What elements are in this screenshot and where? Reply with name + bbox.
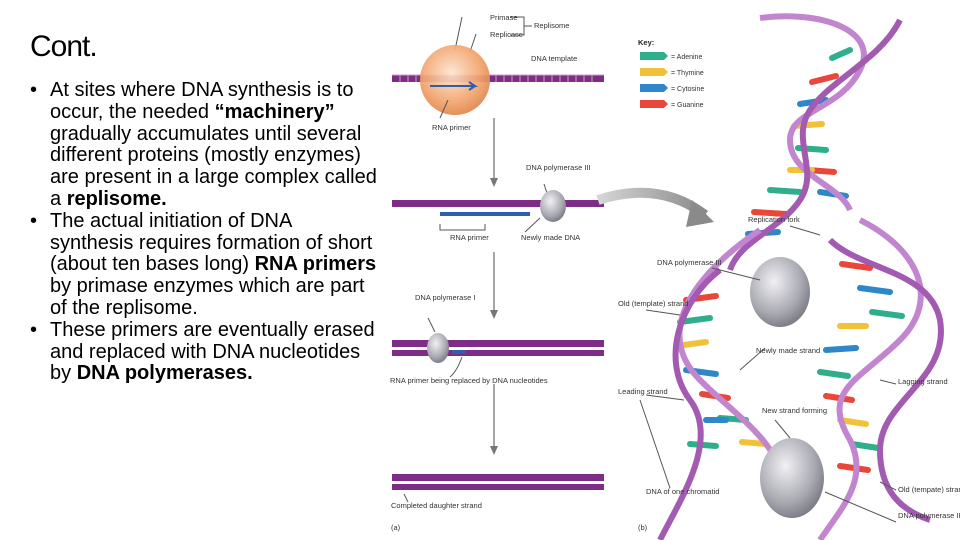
bullet-bold-text: DNA polymerases.: [76, 362, 253, 385]
dna-pol-iii-lower-label: DNA polymerase III: [898, 511, 960, 520]
primase-label: Primase: [490, 13, 518, 22]
key-title: Key:: [638, 38, 654, 47]
primase-leader: [454, 16, 463, 51]
old-template-strand-2-label: Old (tempate) strand: [898, 485, 960, 494]
bullet-text: These primers are eventually erased and …: [50, 318, 375, 385]
bullet-item: The actual initiation of DNA synthesis r…: [30, 209, 380, 320]
bullet-bold-text: replisome.: [66, 187, 167, 210]
lagging-strand-label: Lagging strand: [898, 377, 948, 386]
panel-b: Key: = Adenine = Thymine = Cytosine = Gu…: [618, 13, 960, 540]
replisome-label: Replisome: [534, 21, 569, 30]
dna-replication-figure: Primase Replicase Replisome DNA template…: [390, 13, 960, 540]
replication-fork-label: Replication fork: [748, 215, 800, 224]
leading-strand-label: Leading strand: [618, 387, 668, 396]
template-strand-4: [392, 474, 604, 490]
slide-title: Cont.: [30, 30, 98, 63]
thymine-swatch: [640, 68, 668, 76]
key-thymine-label: = Thymine: [671, 70, 704, 77]
bullet-text: gradually accumulates until several diff…: [50, 122, 377, 210]
newly-made-strand-label: Newly made strand: [756, 346, 820, 355]
guanine-swatch: [640, 100, 668, 108]
dna-polymerase-iii-blob: [540, 190, 566, 222]
rna-primer-arrow: [430, 81, 479, 91]
dna-pol-iii-label: DNA polymerase III: [526, 163, 591, 172]
new-strand-forming-label: New strand forming: [762, 406, 827, 415]
rna-primer-top-label: RNA primer: [432, 123, 471, 132]
panel-b-label: (b): [638, 523, 648, 532]
dna-of-one-chromatid-label: DNA of one chromatid: [646, 487, 719, 496]
parent-helix: [727, 13, 903, 272]
bullet-text: The actual initiation of DNA synthesis r…: [50, 209, 373, 276]
bullet-bold-text: “machinery”: [214, 100, 335, 123]
dna-pol-iii-upper-label: DNA polymerase III: [657, 258, 722, 267]
cytosine-swatch: [640, 84, 668, 92]
bullet-list: At sites where DNA synthesis is to occur…: [30, 79, 380, 385]
panel-a-label: (a): [391, 523, 401, 532]
rna-primer-leader: [439, 99, 449, 119]
dna-polymerase-iii-blob-lower: [760, 438, 824, 518]
panel-a: Primase Replicase Replisome DNA template…: [390, 13, 604, 532]
adenine-swatch: [640, 52, 668, 60]
rna-primer-replaced-label: RNA primer being replaced by DNA nucleot…: [390, 376, 548, 385]
rna-primer-label: RNA primer: [450, 233, 489, 242]
transition-arrow: [596, 187, 709, 220]
bullet-text: by primase enzymes which are part of the…: [50, 275, 365, 319]
key-guanine-label: = Guanine: [671, 102, 704, 109]
dna-pol-i-label: DNA polymerase I: [415, 293, 475, 302]
key-cytosine-label: = Cytosine: [671, 86, 704, 93]
completed-strand-label: Completed daughter strand: [391, 501, 482, 510]
helix-backbone-1: [759, 13, 867, 212]
helix-backbone-2: [727, 18, 903, 272]
newly-made-dna-label: Newly made DNA: [521, 233, 580, 242]
template-strand-3: [392, 333, 604, 363]
bullet-bold-text: RNA primers: [254, 253, 377, 276]
key-adenine-label: = Adenine: [671, 54, 702, 61]
lagging-daughter-helix: [817, 217, 944, 540]
replicase-label: Replicase: [490, 30, 523, 39]
bullet-item: These primers are eventually erased and …: [30, 318, 380, 385]
bullet-item: At sites where DNA synthesis is to occur…: [30, 79, 380, 211]
dna-polymerase-iii-blob-upper: [750, 257, 810, 327]
template-strand-2: [392, 190, 604, 222]
dna-template-label: DNA template: [531, 54, 577, 63]
dna-polymerase-i-blob: [427, 333, 449, 363]
old-template-strand-label: Old (template) strand: [618, 299, 688, 308]
replisome-sphere: [420, 45, 490, 115]
key-legend: = Adenine = Thymine = Cytosine = Guanine: [640, 52, 704, 109]
template-strand-1: [392, 45, 604, 115]
bullet-text: At sites where DNA synthesis is to occur…: [50, 79, 354, 123]
